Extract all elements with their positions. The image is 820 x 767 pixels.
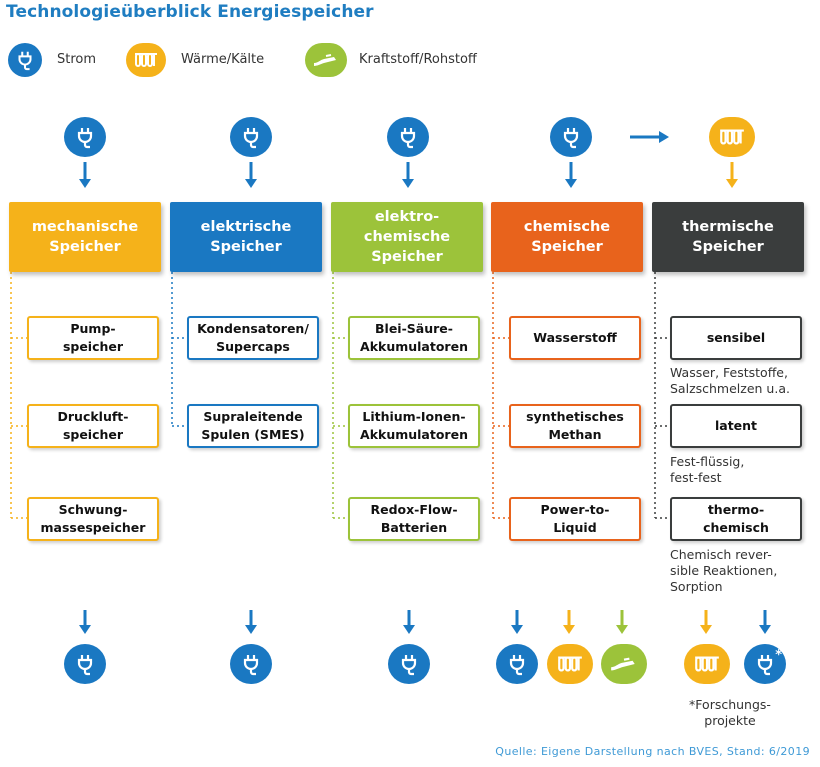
category-label: elektrische Speicher bbox=[200, 219, 292, 255]
item-label: Redox-Flow- Batterien bbox=[370, 502, 458, 535]
legend-label-waerme: Wärme/Kälte bbox=[181, 52, 265, 67]
input-plug-icon-3 bbox=[387, 117, 429, 157]
input-arrow-1 bbox=[79, 162, 91, 188]
source-note: Quelle: Eigene Darstellung nach BVES, St… bbox=[495, 745, 810, 758]
item-label: Schwung- massespeicher bbox=[40, 502, 146, 535]
output-arrow-5b bbox=[759, 610, 771, 634]
category-label: elektro- chemische Speicher bbox=[363, 209, 451, 265]
fuel-nozzle-icon bbox=[305, 43, 347, 77]
storage-item: Wasserstoff bbox=[509, 316, 641, 360]
storage-item: latent bbox=[670, 404, 802, 448]
category-electrical: elektrische Speicher bbox=[170, 202, 322, 272]
storage-item: Power-to- Liquid bbox=[509, 497, 641, 541]
output-arrow-5a bbox=[700, 610, 712, 634]
radiator-icon bbox=[126, 43, 166, 77]
input-plug-icon-1 bbox=[64, 117, 106, 157]
category-label: chemische Speicher bbox=[523, 219, 611, 255]
output-radiator-icon-1 bbox=[547, 644, 593, 684]
storage-item: thermo- chemisch bbox=[670, 497, 802, 541]
item-label: Kondensatoren/ Supercaps bbox=[197, 321, 309, 354]
input-arrow-2 bbox=[245, 162, 257, 188]
item-label: Wasserstoff bbox=[533, 330, 617, 345]
item-label: Blei-Säure- Akkumulatoren bbox=[360, 321, 468, 354]
output-arrow-4c bbox=[616, 610, 628, 634]
output-plug-icon-4 bbox=[496, 644, 538, 684]
input-arrow-5 bbox=[726, 162, 738, 188]
output-arrow-2 bbox=[245, 610, 257, 634]
storage-item: Supraleitende Spulen (SMES) bbox=[187, 404, 319, 448]
storage-item: Druckluft- speicher bbox=[27, 404, 159, 448]
storage-item: Blei-Säure- Akkumulatoren bbox=[348, 316, 480, 360]
output-plug-icon-research: * bbox=[744, 644, 786, 684]
category-electrochemical: elektro- chemische Speicher bbox=[331, 202, 483, 272]
storage-item: Pump- speicher bbox=[27, 316, 159, 360]
category-label: mechanische Speicher bbox=[31, 219, 139, 255]
storage-item: Lithium-Ionen- Akkumulatoren bbox=[348, 404, 480, 448]
storage-item: sensibel bbox=[670, 316, 802, 360]
input-plug-icon-4 bbox=[550, 117, 592, 157]
output-arrow-1 bbox=[79, 610, 91, 634]
thermal-description: Wasser, Feststoffe, Salzschmelzen u.a. bbox=[670, 365, 790, 396]
output-fuel-nozzle-icon bbox=[601, 644, 647, 684]
category-thermal: thermische Speicher bbox=[652, 202, 804, 272]
output-plug-icon-1 bbox=[64, 644, 106, 684]
output-arrow-4a bbox=[511, 610, 523, 634]
storage-item: Redox-Flow- Batterien bbox=[348, 497, 480, 541]
input-arrow-3 bbox=[402, 162, 414, 188]
research-star-marker: * bbox=[775, 648, 782, 663]
output-plug-icon-3 bbox=[388, 644, 430, 684]
category-label: thermische Speicher bbox=[682, 219, 774, 255]
thermal-description: Chemisch rever- sible Reaktionen, Sorpti… bbox=[670, 547, 778, 594]
thermal-description: Fest-flüssig, fest-fest bbox=[670, 454, 745, 485]
item-label: thermo- chemisch bbox=[703, 502, 769, 535]
storage-item: synthetisches Methan bbox=[509, 404, 641, 448]
category-chemical: chemische Speicher bbox=[491, 202, 643, 272]
storage-item: Kondensatoren/ Supercaps bbox=[187, 316, 319, 360]
item-label: Supraleitende Spulen (SMES) bbox=[201, 409, 305, 442]
output-radiator-icon-2 bbox=[684, 644, 730, 684]
category-mechanical: mechanische Speicher bbox=[9, 202, 161, 272]
item-label: Lithium-Ionen- Akkumulatoren bbox=[360, 409, 468, 442]
storage-item: Schwung- massespeicher bbox=[27, 497, 159, 541]
conversion-arrow bbox=[630, 131, 669, 143]
item-label: synthetisches Methan bbox=[526, 409, 624, 442]
item-label: sensibel bbox=[706, 330, 766, 345]
input-arrow-4 bbox=[565, 162, 577, 188]
research-note: *Forschungs- projekte bbox=[689, 697, 771, 728]
page-title: Technologieüberblick Energiespeicher bbox=[6, 2, 374, 22]
input-plug-icon-2 bbox=[230, 117, 272, 157]
legend-label-strom: Strom bbox=[57, 52, 97, 67]
item-label: latent bbox=[714, 418, 758, 433]
output-arrow-4b bbox=[563, 610, 575, 634]
input-radiator-icon bbox=[709, 117, 755, 157]
item-label: Pump- speicher bbox=[62, 321, 124, 354]
output-arrow-3 bbox=[403, 610, 415, 634]
plug-icon bbox=[8, 43, 42, 77]
legend-label-kraftstoff: Kraftstoff/Rohstoff bbox=[359, 52, 477, 67]
item-label: Power-to- Liquid bbox=[540, 502, 610, 535]
item-label: Druckluft- speicher bbox=[57, 409, 129, 442]
output-plug-icon-2 bbox=[230, 644, 272, 684]
